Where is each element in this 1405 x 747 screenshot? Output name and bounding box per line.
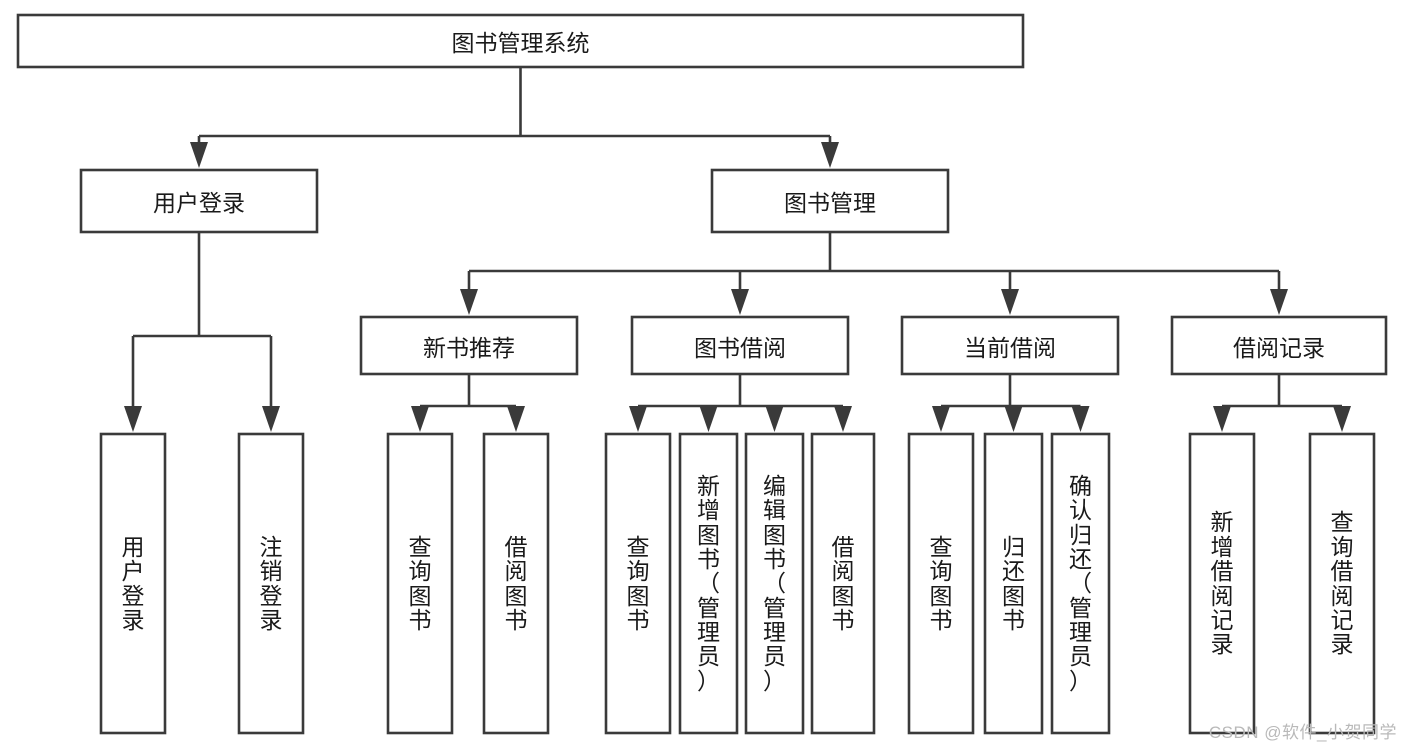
- node-root[interactable]: [16, 13, 1025, 69]
- node-level3-0[interactable]: [359, 315, 579, 376]
- node-leaf-11[interactable]: [1188, 432, 1256, 735]
- arrow-head-icon: [699, 406, 718, 432]
- node-leaf-6[interactable]: [744, 432, 805, 735]
- node-leaf-10[interactable]: [1050, 432, 1111, 735]
- arrow-head-icon: [1333, 406, 1351, 432]
- node-leaf-12[interactable]: [1308, 432, 1376, 735]
- watermark-text: CSDN @软件_小贺同学: [1208, 723, 1397, 742]
- node-leaf-9[interactable]: [983, 432, 1044, 735]
- arrow-head-icon: [460, 289, 478, 315]
- arrow-head-icon: [190, 142, 208, 168]
- connector-group: [124, 67, 1351, 432]
- node-leaf-1[interactable]: [237, 432, 305, 735]
- node-leaf-4[interactable]: [604, 432, 672, 735]
- node-level3-2[interactable]: [900, 315, 1120, 376]
- node-level2-1[interactable]: [710, 168, 950, 234]
- arrow-head-icon: [124, 406, 142, 432]
- node-level3-1[interactable]: [630, 315, 850, 376]
- arrow-head-icon: [262, 406, 280, 432]
- arrow-head-icon: [1001, 289, 1019, 315]
- node-level2-0[interactable]: [79, 168, 319, 234]
- arrow-head-icon: [1004, 406, 1023, 432]
- arrow-head-icon: [411, 406, 429, 432]
- node-leaf-5[interactable]: [678, 432, 739, 735]
- node-leaf-8[interactable]: [907, 432, 975, 735]
- node-leaf-7[interactable]: [810, 432, 876, 735]
- arrow-head-icon: [1270, 289, 1288, 315]
- node-level3-3[interactable]: [1170, 315, 1388, 376]
- arrow-head-icon: [834, 406, 852, 432]
- node-leaf-3[interactable]: [482, 432, 550, 735]
- arrow-head-icon: [1071, 406, 1090, 432]
- arrow-head-icon: [731, 289, 749, 315]
- arrow-head-icon: [1213, 406, 1231, 432]
- node-leaf-0[interactable]: [99, 432, 167, 735]
- arrow-head-icon: [629, 406, 647, 432]
- arrow-head-icon: [821, 142, 839, 168]
- arrow-head-icon: [932, 406, 950, 432]
- box-group: [16, 13, 1388, 735]
- node-leaf-2[interactable]: [386, 432, 454, 735]
- arrow-head-icon: [507, 406, 525, 432]
- arrow-head-icon: [765, 406, 784, 432]
